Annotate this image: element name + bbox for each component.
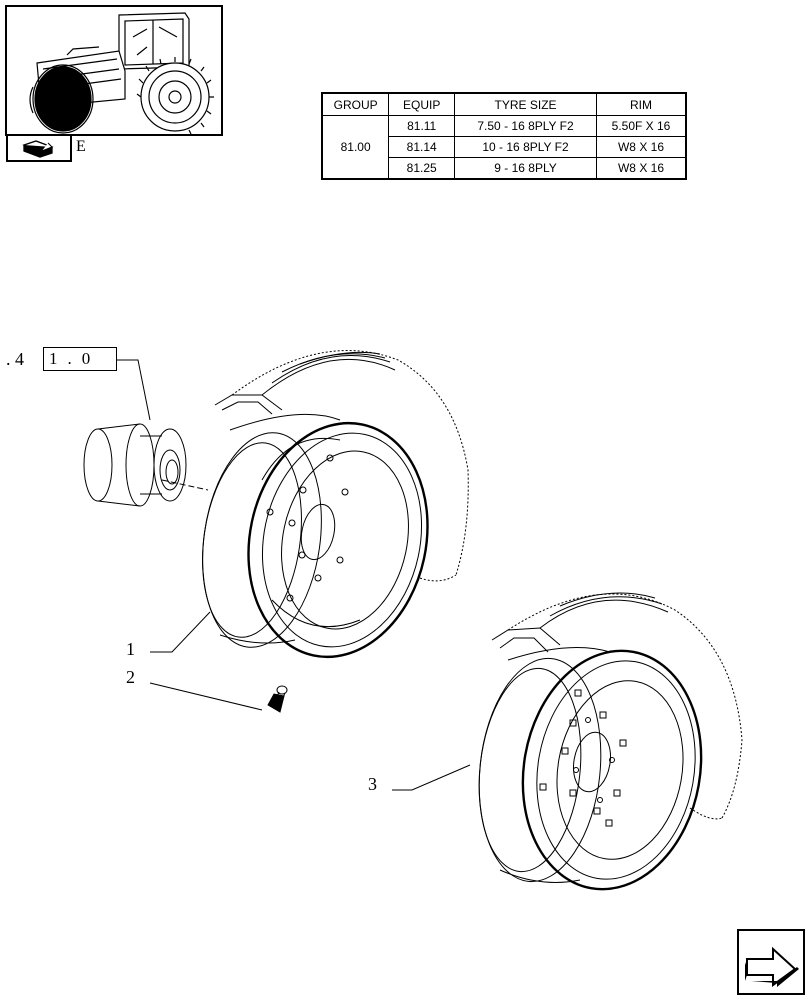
column-header: EQUIP (388, 92, 456, 116)
tractor-icon (29, 12, 214, 134)
callout-3: 3 (368, 774, 377, 794)
tyre-size-cell: 9 - 16 8PLY (454, 157, 598, 180)
table-row: 81.25 9 - 16 8PLY W8 X 16 (322, 157, 687, 180)
hub-part (83, 423, 209, 507)
tab-letter: E (76, 138, 86, 155)
next-page-button[interactable] (737, 929, 805, 995)
column-header: RIM (596, 92, 687, 116)
tyre-spec-table: GROUP EQUIP TYRE SIZE RIM 81.00 81.11 7.… (321, 92, 687, 180)
callout-1: 1 (126, 639, 135, 659)
tyre-size-cell: 7.50 - 16 8PLY F2 (454, 115, 598, 137)
arrow-next-icon (745, 946, 799, 987)
callout-2: 2 (126, 667, 135, 687)
group-cell: 81.00 (321, 115, 390, 180)
valve-part-2 (267, 685, 288, 713)
equip-cell: 81.25 (388, 157, 456, 180)
equip-cell: 81.14 (388, 136, 456, 158)
table-row: 81.00 81.11 7.50 - 16 8PLY F2 5.50F X 16 (321, 115, 687, 180)
wheel-part-3 (478, 592, 743, 891)
rim-cell: W8 X 16 (596, 136, 687, 158)
wheel-part-1 (202, 350, 469, 659)
tractor-thumbnail (5, 5, 223, 136)
rim-cell: W8 X 16 (596, 157, 687, 180)
book-icon (22, 140, 54, 158)
table-row: 81.14 10 - 16 8PLY F2 W8 X 16 (322, 136, 687, 158)
reference-prefix: . 4 (6, 349, 24, 369)
tyre-size-cell: 10 - 16 8PLY F2 (454, 136, 598, 158)
rim-cell: 5.50F X 16 (596, 115, 687, 137)
book-tab[interactable]: E (6, 136, 86, 162)
reference-box[interactable]: 1.0 (43, 347, 117, 371)
